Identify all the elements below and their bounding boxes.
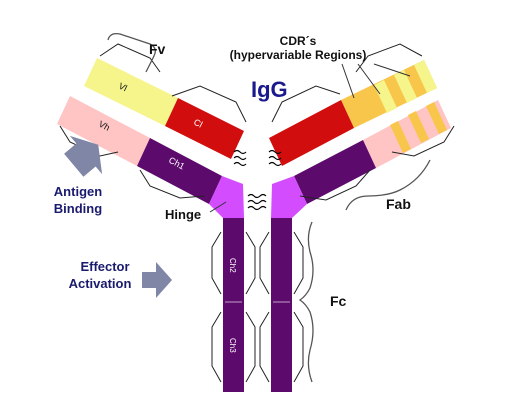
cdr-label-line2: (hypervariable Regions) [230, 48, 367, 62]
left-vh-segment [57, 96, 150, 166]
braces [107, 32, 431, 383]
fab-domain-outline [139, 169, 205, 199]
effector-activation-label-line1: Effector [80, 259, 129, 274]
effector-activation-label-line2: Activation [69, 276, 132, 291]
right-vh-segment [363, 100, 451, 168]
disulfide-bond-icon [247, 205, 267, 211]
cdr-band [426, 102, 447, 134]
effector-arrow-icon [142, 262, 172, 298]
vl-label: Vl [117, 81, 129, 94]
ch3-label: Ch3 [228, 338, 237, 353]
fab-domain-outline [171, 85, 247, 123]
cdr-band [414, 60, 437, 93]
left-ch1-segment [137, 138, 222, 204]
fc-label: Fc [330, 293, 347, 309]
fab-label: Fab [386, 196, 411, 212]
right-ch1-segment [294, 140, 376, 204]
left-cl-segment [165, 98, 244, 159]
right-ch2-ch3-stem [271, 218, 292, 392]
title: IgG [251, 77, 288, 102]
disulfide-bond-icon [233, 155, 247, 161]
right-hinge-segment [271, 176, 307, 218]
cl-label: Cl [192, 117, 204, 130]
hinge-pointer-line [209, 201, 227, 213]
cdr-band [390, 121, 411, 153]
cdr-band [374, 80, 397, 113]
cdr-label-line1: CDR´s [280, 34, 317, 48]
fab-brace [345, 159, 431, 211]
cdr-band [408, 111, 429, 143]
fv-brace [107, 32, 156, 73]
disulfide-bond-icon [268, 149, 282, 155]
disulfide-bonds [233, 149, 282, 211]
fc-domain-outline [211, 231, 222, 295]
antigen-binding-label-line2: Binding [54, 201, 102, 216]
left-vl-segment [84, 58, 178, 126]
domain-outlines [59, 43, 455, 383]
cdr-bands [374, 60, 437, 113]
fab-domain-outline [99, 43, 161, 73]
cdr-pointer-line [341, 63, 355, 99]
fc-domain-outline [211, 311, 222, 383]
fc-domain-outline [293, 231, 304, 295]
ch2-label: Ch2 [228, 258, 237, 273]
cdr-pointer-line [373, 63, 411, 77]
hinge-label: Hinge [165, 207, 201, 222]
fab-domain-outline [355, 43, 423, 73]
disulfide-bond-icon [233, 161, 247, 167]
vh-label: Vh [97, 119, 111, 133]
fc-domain-outline [245, 311, 256, 383]
fc-domain-outline [293, 311, 304, 383]
disulfide-bond-icon [268, 161, 282, 167]
disulfide-bond-icon [247, 199, 267, 205]
antigen-binding-label-line1: Antigen [54, 184, 102, 199]
right-cl-segment [269, 100, 354, 166]
fab-domain-outline [391, 125, 455, 157]
fc-brace [298, 221, 314, 383]
cdr-bands-heavy [390, 102, 447, 153]
disulfide-bond-icon [233, 149, 247, 155]
fab-domain-outline [299, 169, 371, 201]
cdr-band [394, 70, 417, 103]
fc-domain-outline [259, 311, 270, 383]
disulfide-bond-icon [247, 193, 267, 199]
cdr-pointer-line [357, 63, 381, 95]
fv-label: Fv [149, 41, 166, 57]
pointer-lines [209, 63, 411, 213]
left-ch2-ch3-stem [223, 218, 244, 392]
fab-domain-outline [271, 85, 341, 123]
disulfide-bond-icon [268, 155, 282, 161]
fc-domain-outline [259, 231, 270, 295]
antigen-arrow-icon [64, 135, 103, 177]
fc-stems [223, 218, 292, 392]
fc-domain-outline [245, 231, 256, 295]
